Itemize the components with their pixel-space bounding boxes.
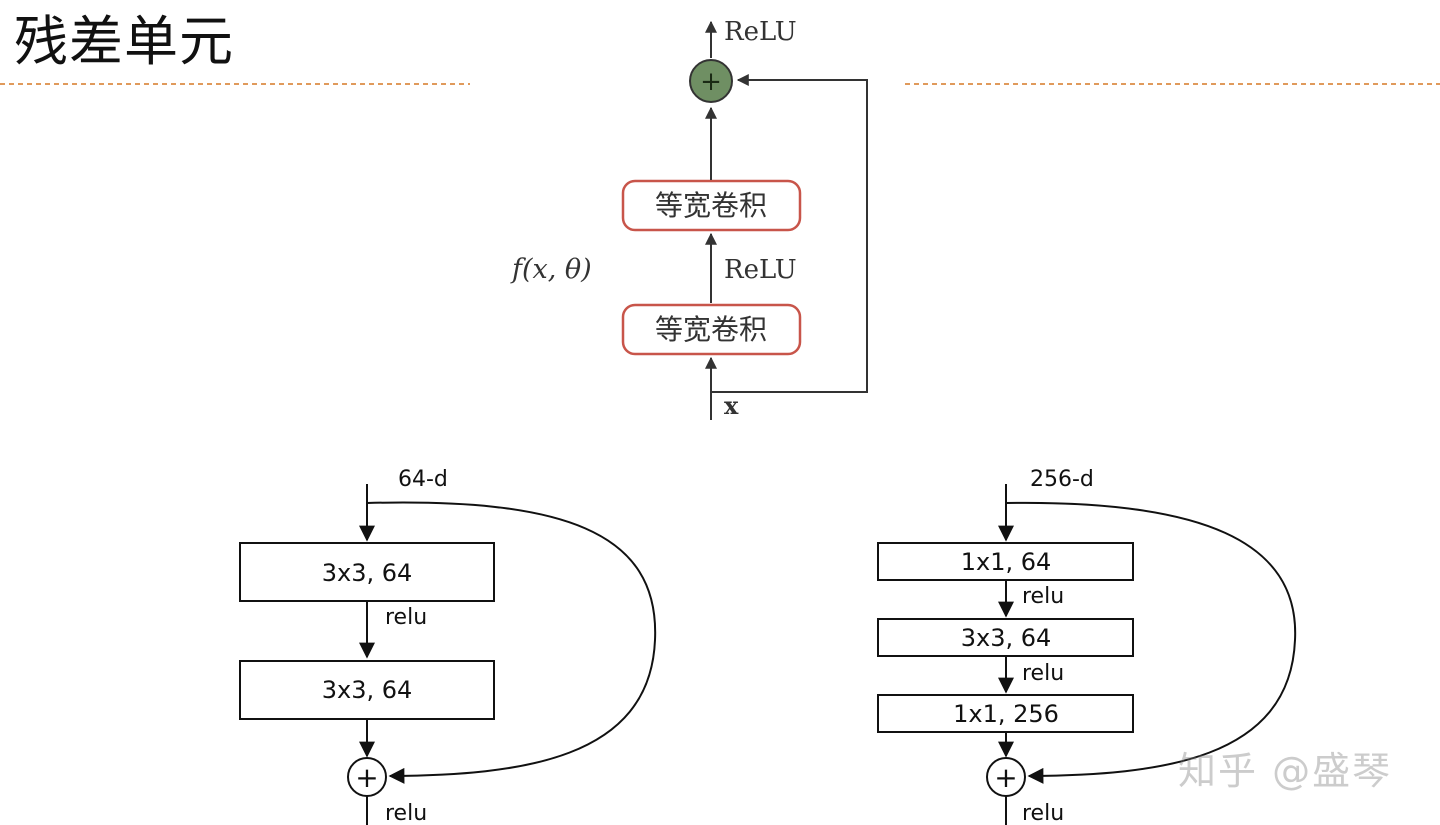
- conv-block-1-label: 1x1, 64: [961, 548, 1052, 576]
- conv-block-3: [877, 694, 1134, 733]
- add-symbol: +: [994, 761, 1017, 794]
- conv-block-top-label: 等宽卷积: [655, 189, 767, 222]
- output-relu-label: relu: [385, 801, 427, 825]
- slide-title: 残差单元: [14, 10, 234, 73]
- conv-block-2: [239, 660, 495, 720]
- conv-block-2-label: 3x3, 64: [322, 676, 413, 704]
- relu-label-2: relu: [1022, 661, 1064, 686]
- add-symbol: +: [700, 67, 722, 97]
- conv-block-bottom: [621, 303, 802, 356]
- relu-label: relu: [385, 605, 427, 630]
- basic-block-diagram: 64-d 3x3, 64 relu 3x3, 64 + relu: [239, 467, 657, 825]
- conv-block-bottom-label: 等宽卷积: [655, 313, 767, 346]
- output-relu-label: ReLU: [724, 17, 797, 47]
- conv-block-1-label: 3x3, 64: [322, 559, 413, 587]
- conv-block-1: [239, 542, 495, 602]
- input-dim-label: 256-d: [1030, 467, 1094, 492]
- conv-block-3-label: 1x1, 256: [953, 700, 1059, 728]
- relu-label-1: relu: [1022, 584, 1064, 609]
- skip-connection: [711, 74, 868, 393]
- function-label: f(x, θ): [510, 254, 592, 285]
- watermark: 知乎 @盛琴: [1178, 749, 1393, 793]
- input-dim-label: 64-d: [398, 467, 448, 492]
- conv-block-2-label: 3x3, 64: [961, 624, 1052, 652]
- output-relu-label: relu: [1022, 801, 1064, 825]
- top-residual-diagram: + ReLU 等宽卷积 ReLU 等宽卷积 f(x, θ) x: [510, 17, 868, 420]
- bottleneck-block-diagram: 256-d 1x1, 64 relu 3x3, 64 relu 1x1, 256…: [877, 467, 1297, 825]
- conv-block-2: [877, 618, 1134, 657]
- conv-block-top: [621, 179, 802, 232]
- input-x-label: x: [724, 391, 739, 420]
- conv-block-1: [877, 542, 1134, 581]
- skip-connection: [1005, 501, 1297, 784]
- middle-relu-label: ReLU: [724, 255, 797, 285]
- skip-connection: [366, 501, 657, 784]
- add-node: [689, 59, 733, 103]
- add-symbol: +: [355, 761, 378, 794]
